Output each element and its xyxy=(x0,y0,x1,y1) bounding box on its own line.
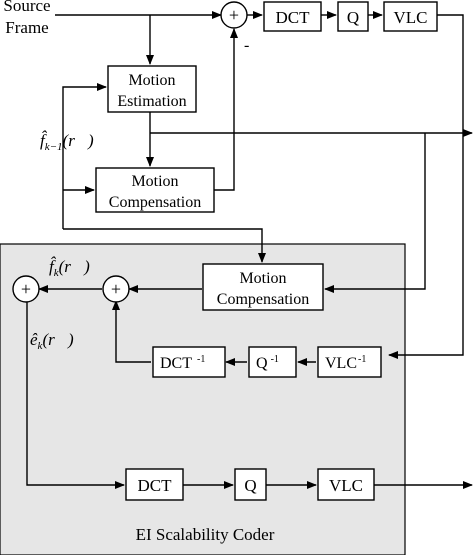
minus-sign: - xyxy=(244,37,249,54)
ei-q-block: Q xyxy=(234,468,267,501)
base-summing-junction: + xyxy=(220,1,248,29)
previous-reconstruction-label: f̂k−1(r⃗) xyxy=(40,130,94,153)
base-vlc-label: VLC xyxy=(394,8,428,27)
iq-label: Q-1 xyxy=(256,354,279,372)
ei-dct-label: DCT xyxy=(138,476,173,495)
me-label-line1: Motion xyxy=(128,72,175,89)
current-reconstruction-label: f̂k(r⃗) xyxy=(49,256,90,279)
ei-q-label: Q xyxy=(244,476,256,495)
plus-sign: + xyxy=(21,279,31,299)
inverse-q-block: Q-1 xyxy=(248,346,297,378)
mv-to-ei-mc-wire xyxy=(324,133,426,293)
base-output-wire xyxy=(388,14,464,359)
me-label-line2: Estimation xyxy=(117,93,186,110)
mc-to-sum-wire xyxy=(214,28,238,191)
ei-residual-wire xyxy=(26,301,125,489)
mc-label-line2: Compensation xyxy=(109,194,201,211)
ivlc-label: VLC-1 xyxy=(325,354,366,372)
plus-sign: + xyxy=(111,279,121,299)
ei-dct-block: DCT xyxy=(125,468,184,501)
ei-motion-compensation-block: Motion Compensation xyxy=(202,263,324,311)
motion-compensation-block: Motion Compensation xyxy=(95,167,215,213)
base-dct-block: DCT xyxy=(263,1,322,32)
ref-to-ei-mc-wire xyxy=(63,228,266,263)
ei-mc-label-line1: Motion xyxy=(239,270,286,287)
base-dct-label: DCT xyxy=(276,8,311,27)
ei-summing-junction: + xyxy=(12,275,40,303)
ref-to-me-wire xyxy=(62,83,107,229)
base-q-block: Q xyxy=(337,1,369,32)
ei-adder-junction: + xyxy=(102,275,130,303)
ei-vlc-label: VLC xyxy=(329,476,363,495)
mc-label-line1: Motion xyxy=(131,173,178,190)
ei-mc-label-line2: Compensation xyxy=(217,291,309,308)
base-q-label: Q xyxy=(347,8,359,27)
plus-sign: + xyxy=(229,5,239,25)
source-label-line2: Frame xyxy=(5,18,48,37)
inverse-dct-block: DCT-1 xyxy=(152,346,226,378)
residual-label: êk(r⃗) xyxy=(30,330,74,352)
ei-region-title: EI Scalability Coder xyxy=(136,525,275,544)
motion-estimation-block: Motion Estimation xyxy=(107,65,197,113)
inverse-vlc-block: VLC-1 xyxy=(317,346,382,378)
base-vlc-block: VLC xyxy=(383,1,438,32)
ei-vlc-block: VLC xyxy=(317,468,375,501)
idct-label: DCT-1 xyxy=(160,354,205,372)
source-label-line1: Source xyxy=(3,0,50,15)
idct-to-adder-wire xyxy=(112,300,151,363)
